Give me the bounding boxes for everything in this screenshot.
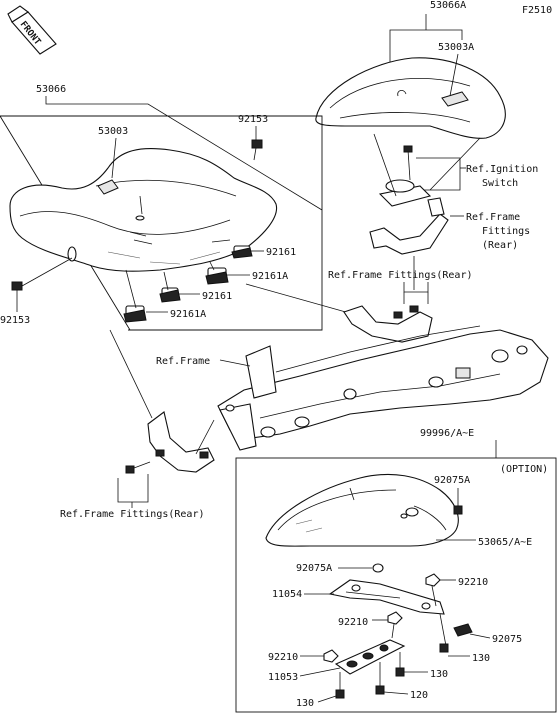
nut-92210-a-icon: [425, 573, 441, 587]
rear-frame: [217, 325, 549, 451]
ref-frame-fittings-line1: Ref.Frame: [466, 212, 520, 223]
seat-cover-bracket-11054: [328, 579, 445, 615]
part-number-92161A-a: 92161A: [252, 271, 288, 282]
part-number-120: 120: [410, 690, 428, 701]
ref-ignition-line2: Switch: [482, 178, 518, 189]
bolt-130-mid-icon: [395, 667, 405, 677]
part-number-53066A: 53066A: [430, 0, 466, 11]
ref-frame-fittings-rear-bottom: Ref.Frame Fittings(Rear): [60, 509, 205, 520]
part-number-92153-left: 92153: [0, 315, 30, 326]
ref-frame-fittings-line2: Fittings: [482, 226, 530, 237]
part-number-92210-3: 92210: [268, 652, 298, 663]
part-number-92161-b: 92161: [202, 291, 232, 302]
bolt-120-icon: [375, 685, 385, 695]
bolt-130-left-icon: [335, 689, 345, 699]
damper-92161-b-icon: [159, 287, 181, 303]
part-number-92161A-b: 92161A: [170, 309, 206, 320]
part-number-53003A-top: 53003A: [438, 42, 474, 53]
part-number-99996: 99996/A~E: [420, 428, 474, 439]
part-number-53065: 53065/A~E: [478, 537, 532, 548]
option-label: (OPTION): [500, 464, 548, 475]
bolt-92153-left-icon: [11, 281, 23, 304]
part-number-130-a: 130: [472, 653, 490, 664]
part-number-92210-1: 92210: [458, 577, 488, 588]
part-number-92075: 92075: [492, 634, 522, 645]
damper-92075-icon: [453, 623, 473, 637]
ref-frame-fittings-line3: (Rear): [482, 240, 518, 251]
damper-92075A-icon: [372, 563, 384, 573]
damper-92161-a-icon: [231, 245, 253, 259]
damper-92161A-b-icon: [123, 305, 147, 323]
part-number-92161-a: 92161: [266, 247, 296, 258]
bolt-92153-top-icon: [251, 139, 263, 161]
mounting-plate-11053: [334, 639, 406, 675]
part-number-92075A-2: 92075A: [296, 563, 332, 574]
front-direction-icon: FRONT: [7, 5, 57, 55]
ref-ignition-line1: Ref.Ignition: [466, 164, 538, 175]
rear-seat-cover: [315, 57, 506, 139]
rear-frame-bracket-mid: [343, 305, 433, 343]
nut-92210-b-icon: [387, 611, 403, 625]
option-box: [235, 457, 557, 713]
figure-code: F2510: [522, 5, 552, 16]
bolt-130-right-icon: [439, 643, 449, 653]
label-53066A: 53066A: [389, 0, 466, 62]
rear-frame-bracket-bottom: [125, 411, 215, 474]
single-seat-cover: [265, 473, 459, 547]
part-number-53066: 53066: [36, 84, 66, 95]
part-number-130-c: 130: [296, 698, 314, 709]
ref-frame-label: Ref.Frame: [156, 356, 210, 367]
bolt-bottom-left-icon: [125, 461, 151, 474]
bolt-92075A-icon: [453, 505, 463, 515]
part-number-11053: 11053: [268, 672, 298, 683]
ignition-switch-assembly: [373, 133, 481, 207]
main-seat: [9, 148, 278, 272]
nut-92210-c-icon: [323, 649, 339, 663]
part-number-92153-top: 92153: [238, 114, 268, 125]
part-number-130-b: 130: [430, 669, 448, 680]
rear-frame-bracket-top: [369, 197, 449, 255]
damper-92161A-a-icon: [205, 267, 229, 285]
part-number-92075A-1: 92075A: [434, 475, 470, 486]
part-number-53003: 53003: [98, 126, 128, 137]
ref-frame-fittings-rear-mid: Ref.Frame Fittings(Rear): [328, 270, 473, 281]
part-number-11054: 11054: [272, 589, 302, 600]
part-number-92210-2: 92210: [338, 617, 368, 628]
